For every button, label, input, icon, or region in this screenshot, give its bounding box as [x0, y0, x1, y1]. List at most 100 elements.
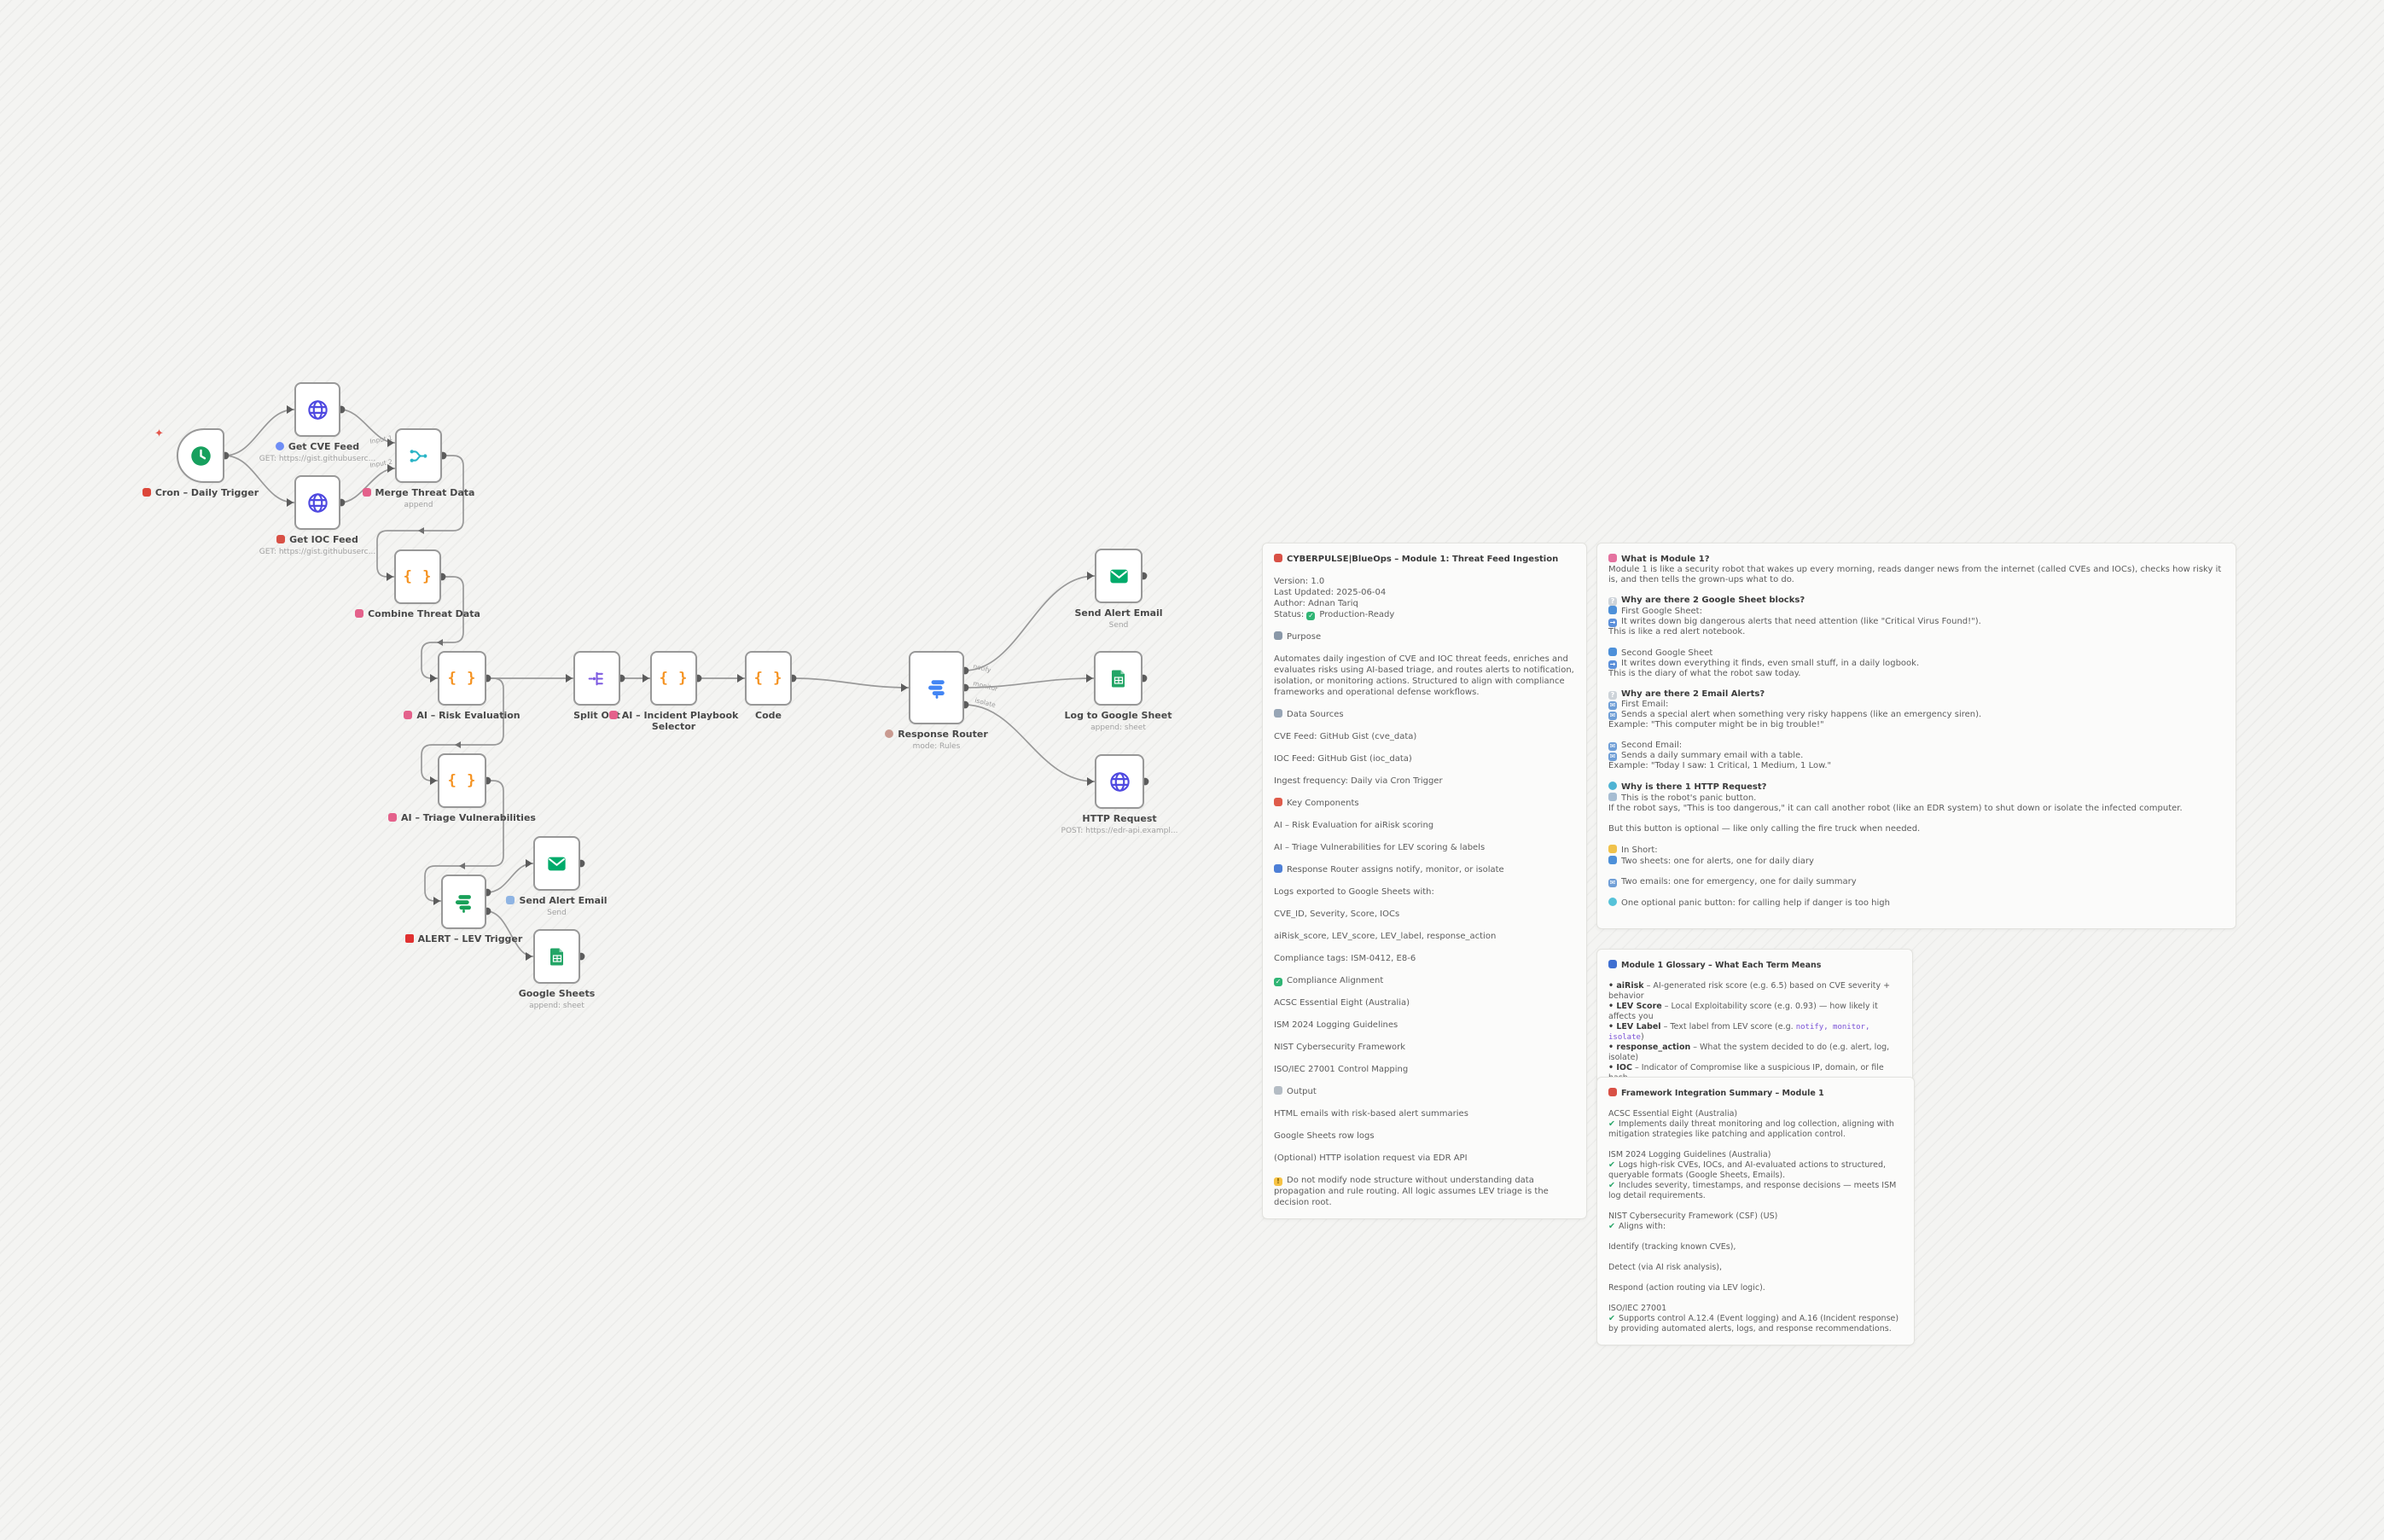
- node-split-out[interactable]: [573, 651, 620, 706]
- note-line: ✉First Email:: [1608, 700, 1669, 710]
- input-port[interactable]: [430, 776, 437, 785]
- sticky-note-framework-summary[interactable]: Framework Integration Summary – Module 1…: [1596, 1077, 1915, 1345]
- note-line: →It writes down big dangerous alerts tha…: [1608, 617, 1981, 627]
- note-spacer: [1274, 942, 1575, 953]
- flow-arrow-icon: [455, 741, 461, 748]
- connection-label: monitor: [973, 679, 1000, 693]
- node-title: AI – Risk Evaluation: [416, 710, 520, 721]
- sticky-note-module-info[interactable]: CYBERPULSE|BlueOps – Module 1: Threat Fe…: [1262, 543, 1587, 1219]
- email-icon: ✉: [1608, 753, 1617, 761]
- node-ai-triage-vulnerabilities[interactable]: { }: [438, 753, 486, 808]
- note-line: NIST Cybersecurity Framework: [1274, 1043, 1406, 1052]
- node-combine-threat-data[interactable]: { }: [394, 549, 441, 604]
- node-ai-incident-playbook-selector[interactable]: { }: [650, 651, 697, 706]
- node-log-to-google-sheet[interactable]: [1094, 651, 1143, 706]
- note-line: What is Module 1?: [1608, 554, 2224, 565]
- input-port[interactable]: [566, 674, 573, 683]
- note-line: Version: 1.0: [1274, 577, 1325, 586]
- check-icon: ✓: [1306, 612, 1316, 620]
- note-spacer: [1608, 730, 2224, 741]
- input-port[interactable]: [430, 674, 437, 683]
- input-port[interactable]: [526, 859, 532, 868]
- note-spacer: [1608, 679, 2224, 689]
- input-port[interactable]: [387, 572, 393, 581]
- note-line: Framework Integration Summary – Module 1: [1608, 1088, 1903, 1099]
- node-label-response-router: Response Router mode: Rules: [860, 729, 1014, 753]
- node-alert-lev-trigger[interactable]: [441, 875, 486, 929]
- chart-icon: [1608, 606, 1617, 614]
- node-http-request[interactable]: [1095, 754, 1144, 809]
- note-spacer: [1274, 831, 1575, 842]
- input-port[interactable]: [737, 674, 744, 683]
- note-line: ?Why are there 2 Email Alerts?: [1608, 689, 2224, 700]
- note-spacer: [1274, 787, 1575, 798]
- note-spacer: [1274, 920, 1575, 931]
- arrow-icon: →: [1608, 660, 1617, 669]
- green-check-icon: ✔: [1608, 1119, 1615, 1129]
- brain-icon: [1608, 554, 1617, 562]
- node-subtitle: POST: https://edr-api.exampl...: [1061, 827, 1178, 835]
- input-port[interactable]: [433, 897, 440, 905]
- node-title: Code: [755, 710, 782, 721]
- node-ai-risk-evaluation[interactable]: { }: [438, 651, 486, 706]
- connection-alert-lev-trigger-to-send-alert-email-2[interactable]: [486, 863, 534, 893]
- note-line: Purpose: [1274, 631, 1575, 642]
- node-subtitle: GET: https://gist.githubuserc...: [259, 548, 376, 556]
- note-line: • LEV Label – Text label from LEV score …: [1608, 1022, 1870, 1042]
- node-subtitle: Send: [547, 909, 567, 917]
- note-spacer: [1274, 875, 1575, 886]
- bulb-icon: [1608, 845, 1617, 853]
- green-check-icon: ✔: [1608, 1314, 1615, 1323]
- note-spacer: [1274, 898, 1575, 909]
- connection-code-to-response-router[interactable]: [791, 677, 910, 689]
- input-port[interactable]: [387, 464, 394, 473]
- node-title: Response Router: [898, 729, 988, 740]
- node-get-ioc-feed[interactable]: [294, 475, 340, 530]
- note-spacer: [1274, 853, 1575, 864]
- note-line: ISO/IEC 27001: [1608, 1304, 1667, 1313]
- mail-icon: [548, 857, 566, 870]
- green-check-icon: ✔: [1608, 1160, 1615, 1170]
- blue-box-icon: [1274, 864, 1282, 873]
- input-port[interactable]: [1087, 777, 1094, 786]
- node-subtitle: mode: Rules: [912, 742, 961, 751]
- note-line: Automates daily ingestion of CVE and IOC…: [1274, 654, 1574, 697]
- note-line: AI – Risk Evaluation for aiRisk scoring: [1274, 821, 1434, 830]
- input-port[interactable]: [287, 405, 294, 414]
- note-spacer: [1274, 642, 1575, 654]
- node-cron[interactable]: [177, 428, 224, 483]
- input-port[interactable]: [1087, 572, 1094, 580]
- node-google-sheets[interactable]: [533, 929, 580, 984]
- note-line: ISM 2024 Logging Guidelines (Australia): [1608, 1150, 1771, 1159]
- node-response-router[interactable]: [909, 651, 964, 724]
- node-get-cve-feed[interactable]: [294, 382, 340, 437]
- note-line: HTML emails with risk-based alert summar…: [1274, 1109, 1468, 1119]
- connection-response-router-to-log-to-google-sheet[interactable]: [963, 677, 1095, 689]
- note-line: Status: ✓Production-Ready: [1274, 610, 1395, 620]
- note-spacer: [1608, 834, 2224, 845]
- input-port[interactable]: [901, 683, 908, 692]
- input-port[interactable]: [287, 498, 294, 507]
- note-spacer: [1274, 565, 1575, 576]
- input-port[interactable]: [1086, 674, 1093, 683]
- input-port[interactable]: [643, 674, 649, 683]
- braces-icon: { }: [403, 568, 433, 585]
- node-send-alert-email[interactable]: [1095, 549, 1143, 603]
- merge-icon: [410, 449, 427, 462]
- node-code[interactable]: { }: [745, 651, 792, 706]
- input-port[interactable]: [526, 952, 532, 961]
- sticky-note-module-explainer[interactable]: What is Module 1?Module 1 is like a secu…: [1596, 543, 2236, 929]
- node-send-alert-email-2[interactable]: [533, 836, 580, 891]
- note-spacer: [1608, 1140, 1903, 1150]
- node-merge-threat-data[interactable]: [395, 428, 442, 483]
- clock-icon: [190, 445, 211, 466]
- note-spacer: [1608, 971, 1901, 981]
- check-icon: ✓: [1274, 978, 1282, 986]
- connection-get-cve-feed-to-merge-threat-data[interactable]: [340, 409, 396, 444]
